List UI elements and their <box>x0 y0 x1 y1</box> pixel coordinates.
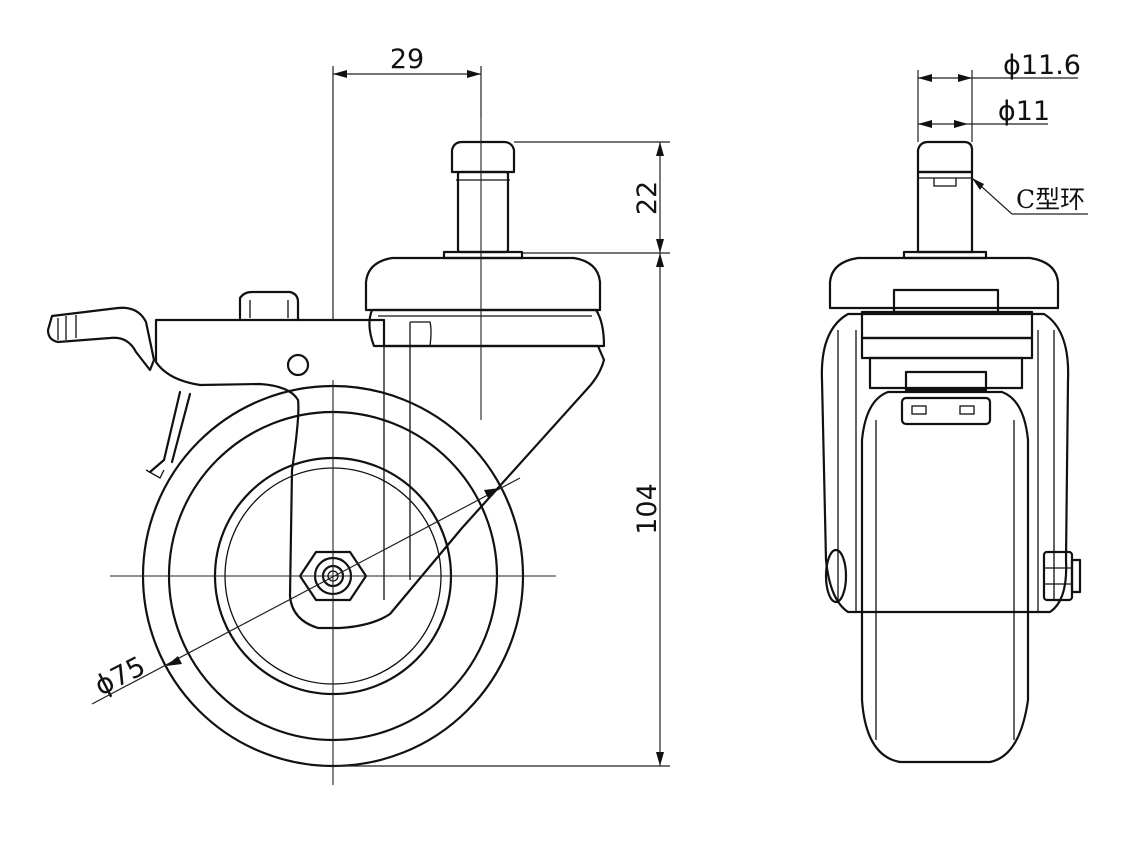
dim-phi11-6: ϕ11.6 <box>917 50 1081 142</box>
side-view: 29 22 104 ϕ75 <box>46 44 670 785</box>
dim-104: 104 <box>333 253 670 767</box>
brake-lever <box>46 290 300 479</box>
axle-bolt-front <box>824 548 1082 604</box>
dim-phi11-label: ϕ11 <box>998 96 1050 127</box>
dim-22-label: 22 <box>632 181 663 215</box>
dim-29: 29 <box>332 44 482 320</box>
dim-29-label: 29 <box>390 44 424 75</box>
dim-phi75-label: ϕ75 <box>90 651 151 702</box>
stem-front <box>902 140 988 260</box>
wheel-front <box>860 390 1030 764</box>
stem-side <box>442 140 524 260</box>
dim-104-label: 104 <box>632 483 663 535</box>
swivel-body <box>154 318 606 630</box>
fork-front <box>820 288 1070 614</box>
side-center-lines <box>110 118 556 785</box>
c-ring-label: C型环 <box>1016 185 1085 214</box>
dim-phi11: ϕ11 <box>918 96 1050 128</box>
top-cap <box>364 256 606 348</box>
dim-phi11-6-label: ϕ11.6 <box>1003 50 1081 81</box>
c-ring-callout: C型环 <box>971 177 1088 215</box>
dim-22: 22 <box>514 141 670 254</box>
front-view: ϕ11.6 ϕ11 C型环 <box>820 50 1088 764</box>
top-cap-front <box>828 256 1060 310</box>
